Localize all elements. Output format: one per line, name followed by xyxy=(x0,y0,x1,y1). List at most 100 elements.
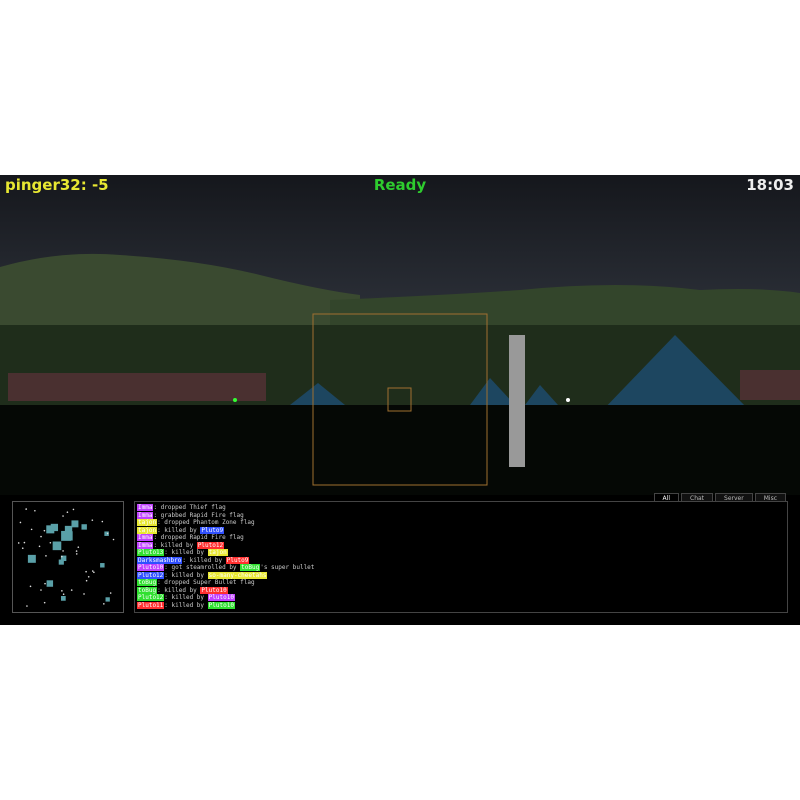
message-line: Pluto13: killed by tajon xyxy=(137,549,314,557)
radar-dot xyxy=(61,555,63,558)
player-name: Pluto10 xyxy=(137,564,165,571)
radar-dot xyxy=(91,519,94,521)
radar-building xyxy=(27,554,36,563)
message-line: toBug: dropped Super Bullet flag xyxy=(137,579,314,587)
radar-building xyxy=(46,580,54,587)
radar-building xyxy=(100,563,105,568)
message-line: Darksmashbro: killed by Pluto9 xyxy=(137,556,314,565)
killer-name: tajon xyxy=(207,549,228,556)
tab-server[interactable]: Server xyxy=(715,493,753,503)
radar-dot xyxy=(26,605,28,607)
message-line: tajon: dropped Phantom Zone flag xyxy=(137,519,314,527)
message-line: Pluto11: killed by Pluto10 xyxy=(137,601,314,610)
wall xyxy=(740,370,800,400)
message-text: : killed by xyxy=(164,594,208,601)
message-line: Pluto12: killed by Pluto10 xyxy=(137,594,314,602)
radar-dot xyxy=(85,579,88,582)
status-text: Ready xyxy=(373,176,427,194)
message-line: Imma: dropped Rapid Fire flag xyxy=(137,534,314,542)
message-text: : dropped Super Bullet flag xyxy=(157,579,255,586)
radar-building xyxy=(58,559,64,565)
player-name: Pluto13 xyxy=(137,549,165,556)
radar-dot xyxy=(103,603,105,605)
message-line: Imma: grabbed Rapid Fire flag xyxy=(137,511,314,520)
killer-name: toBug xyxy=(240,564,261,571)
radar-building xyxy=(50,523,59,532)
radar-dot xyxy=(75,553,78,555)
clock: 18:03 xyxy=(746,176,794,194)
tank xyxy=(233,398,237,402)
radar-dot xyxy=(25,508,27,510)
radar-dot xyxy=(93,571,95,574)
3d-scene xyxy=(0,175,800,495)
player-name: Pluto11 xyxy=(137,601,165,609)
message-line: Imma: killed by Pluto12 xyxy=(137,541,314,550)
message-text: : killed by xyxy=(157,526,201,534)
radar-dot xyxy=(38,545,41,548)
radar-dot xyxy=(17,542,20,544)
radar-building xyxy=(64,525,73,534)
message-text: : killed by xyxy=(164,571,208,579)
radar-dot xyxy=(30,528,33,531)
wall xyxy=(8,373,266,401)
message-line: Imma: dropped Thief flag xyxy=(137,504,314,512)
radar-dot xyxy=(44,582,46,585)
radar-dot xyxy=(72,508,75,511)
player-score: pinger32: -5 xyxy=(5,176,109,194)
player-name: Imma xyxy=(137,534,154,541)
radar-dot xyxy=(34,509,36,512)
radar-building xyxy=(52,541,62,551)
radar-dot xyxy=(62,593,65,596)
radar-dot xyxy=(49,541,52,544)
pyramid xyxy=(470,378,515,405)
radar-dot xyxy=(61,590,63,592)
message-text: : killed by xyxy=(164,601,208,609)
player-name: Imma xyxy=(137,511,154,519)
altitude-tape xyxy=(509,335,525,467)
game-view[interactable]: pinger32: -5 Ready 18:03 All Chat Server… xyxy=(0,175,800,625)
killer-name: Pluto9 xyxy=(225,556,250,564)
killer-name: Pluto12 xyxy=(196,541,225,549)
radar-dot xyxy=(43,601,46,604)
player-name: Imma xyxy=(137,504,154,511)
radar-dot xyxy=(91,570,94,572)
message-line: toBug: killed by Pluto10 xyxy=(137,586,314,595)
killer-name: Pluto10 xyxy=(207,601,235,609)
message-text: : killed by xyxy=(153,541,197,549)
killer-name: Pluto10 xyxy=(207,594,235,601)
player-name: tajon xyxy=(137,526,158,534)
radar-building xyxy=(104,531,109,536)
crosshair xyxy=(387,387,412,412)
player-name: tajon xyxy=(137,519,158,526)
message-text: : dropped Phantom Zone flag xyxy=(157,519,255,526)
radar-map xyxy=(12,501,124,613)
player-name: toBug xyxy=(137,586,158,594)
player-name: toBug xyxy=(137,579,158,586)
radar-dot xyxy=(109,592,112,594)
radar-dot xyxy=(87,575,90,578)
player-name: Pluto12 xyxy=(137,571,165,579)
message-line: Pluto10: got steamrolled by toBug's supe… xyxy=(137,564,314,572)
radar-dot xyxy=(112,538,115,541)
player-name: Imma xyxy=(137,541,154,549)
radar-building xyxy=(60,596,66,601)
tab-all[interactable]: All xyxy=(653,493,679,503)
tab-misc[interactable]: Misc xyxy=(754,493,786,503)
tank xyxy=(566,398,570,402)
tab-chat[interactable]: Chat xyxy=(681,493,714,503)
radar-dot xyxy=(23,541,26,544)
message-text: : killed by xyxy=(164,549,208,556)
radar-dot xyxy=(45,555,47,557)
console-tabs: All Chat Server Misc xyxy=(653,493,786,503)
radar-dot xyxy=(66,511,69,514)
radar-dot xyxy=(85,570,87,573)
radar-dot xyxy=(19,521,22,524)
message-text: : grabbed Rapid Fire flag xyxy=(153,511,244,519)
pyramid xyxy=(525,385,558,405)
player-name: Pluto12 xyxy=(137,594,165,601)
targeting-box xyxy=(312,313,488,486)
killer-name: so-many-cheetahs xyxy=(207,571,268,579)
message-line: Pluto12: killed by so-many-cheetahs xyxy=(137,571,314,580)
radar-building xyxy=(63,531,73,541)
